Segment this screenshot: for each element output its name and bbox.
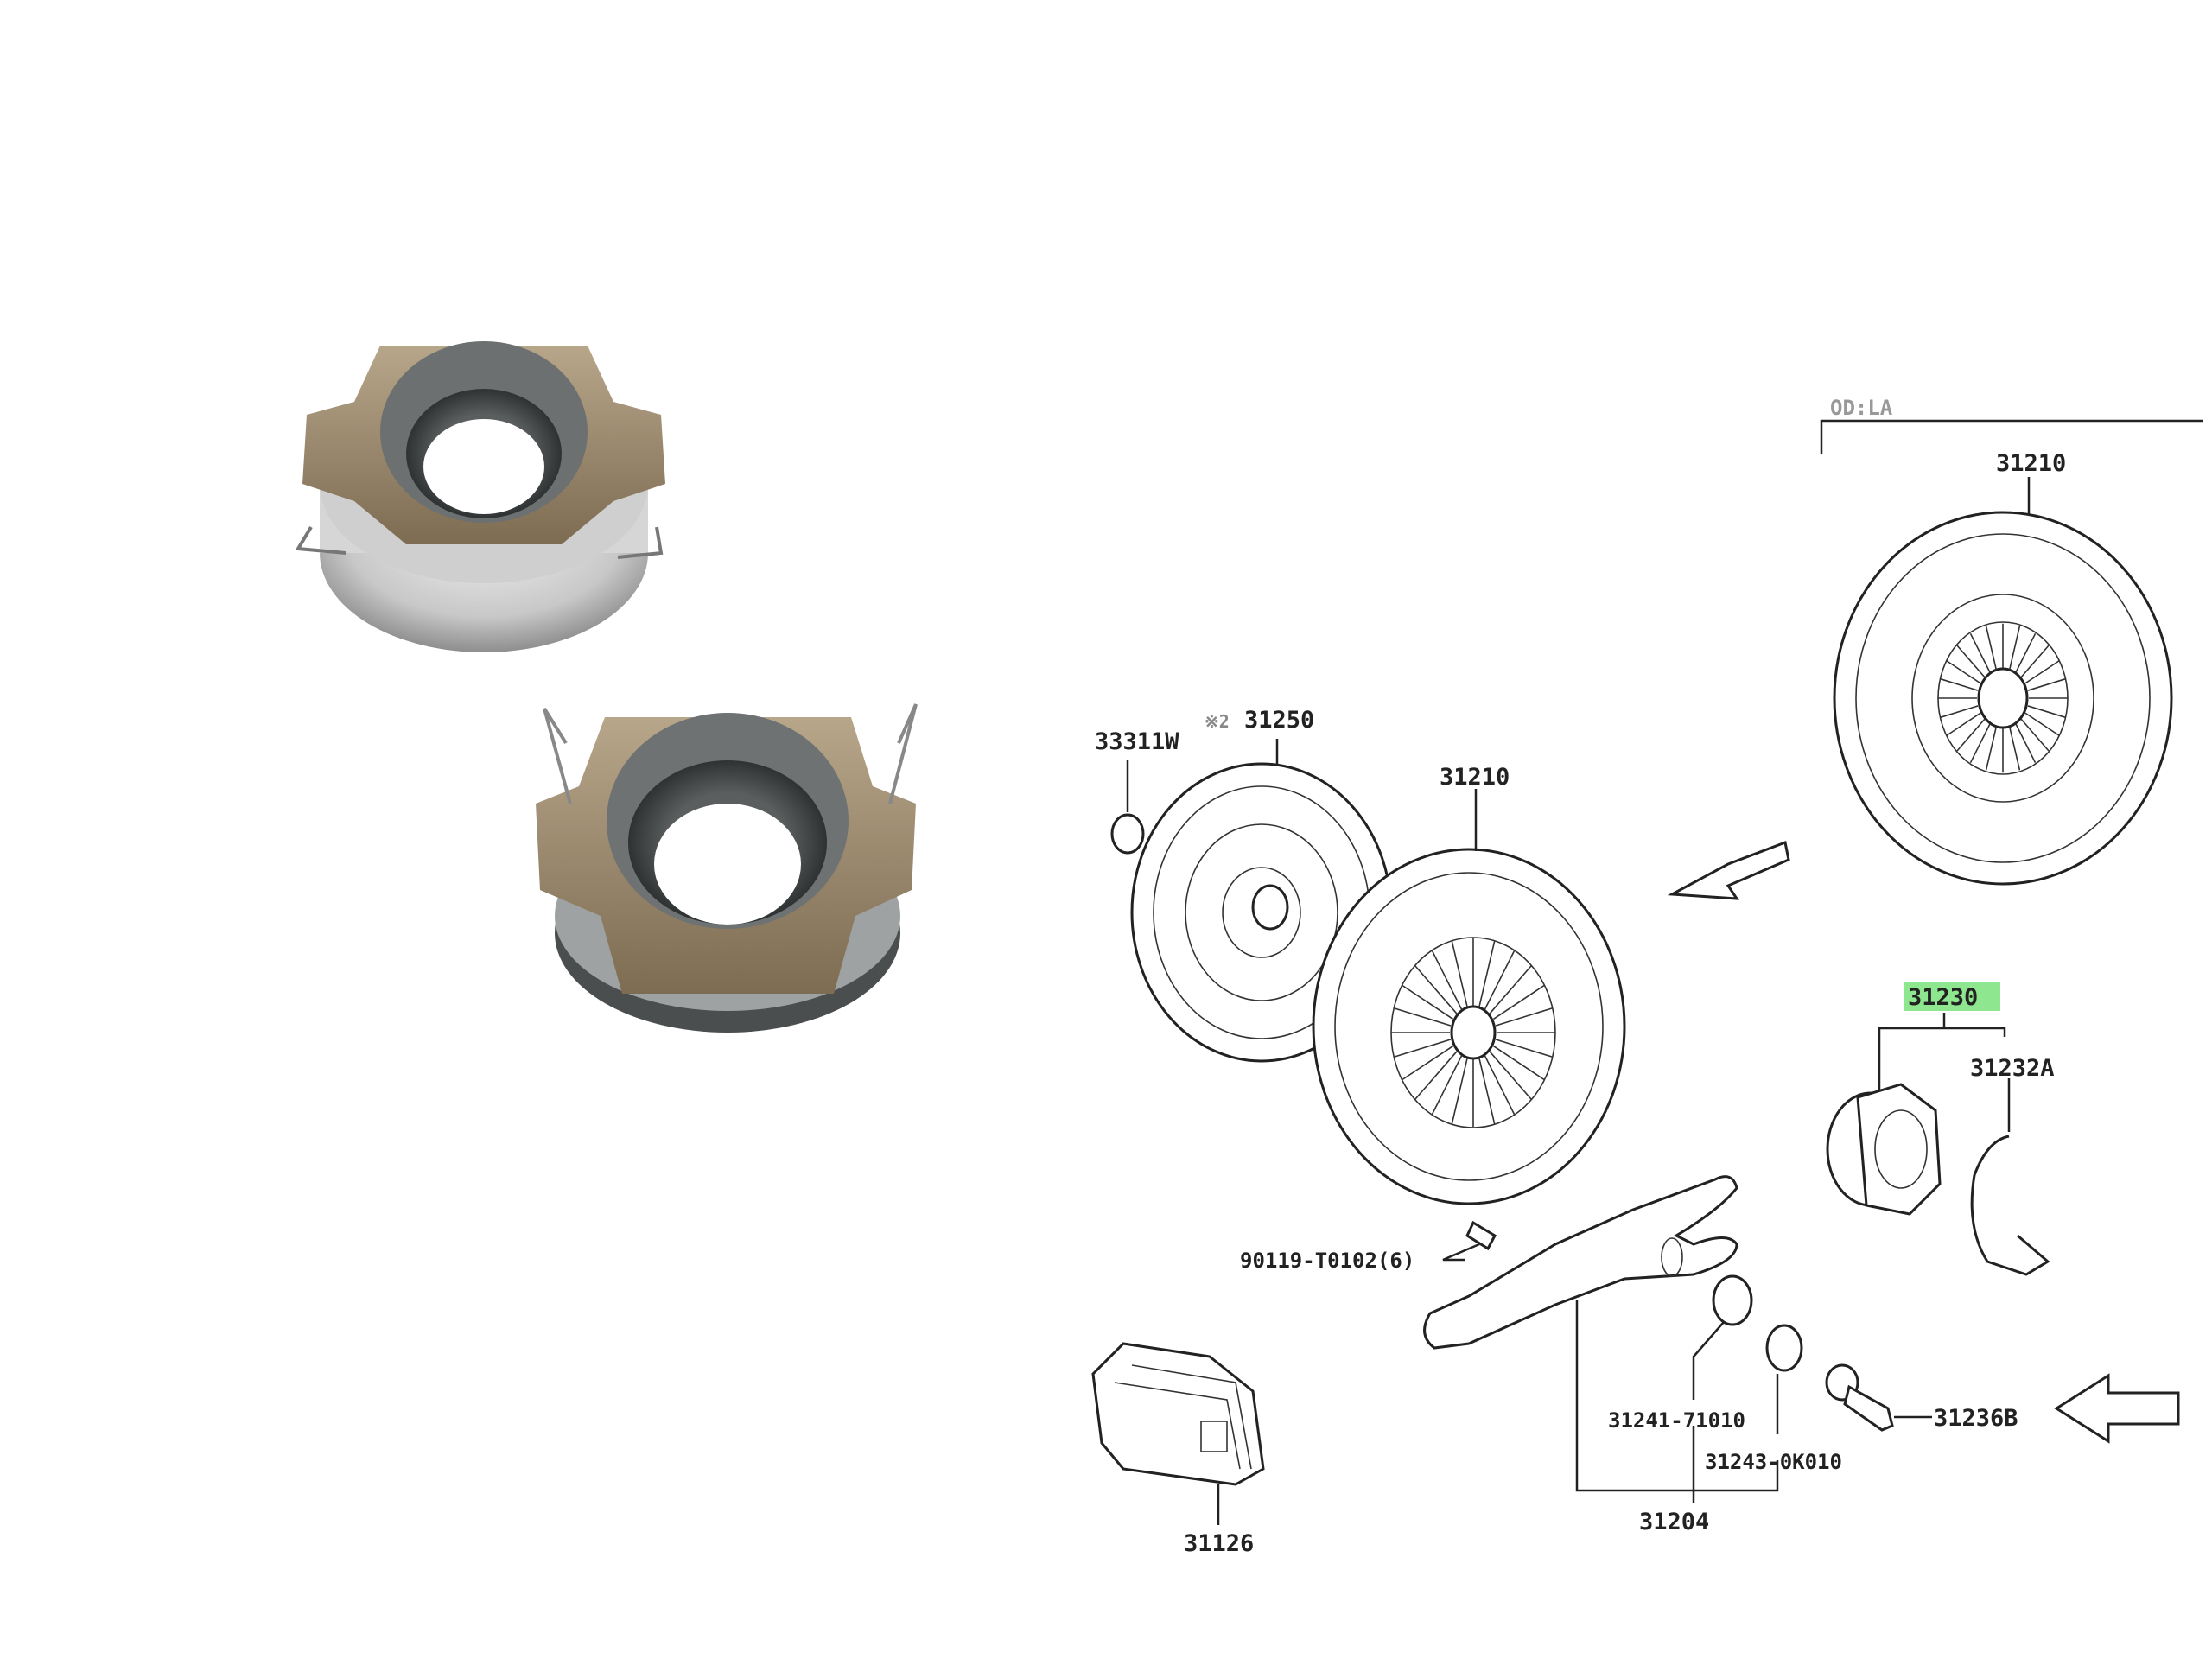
release-bearing-photo-top	[295, 341, 665, 652]
seal-drawing	[1110, 813, 1145, 855]
label-31232A: 31232A	[1970, 1055, 2055, 1082]
group-header: OD:LA	[1830, 396, 1893, 420]
spring-finger	[1492, 1045, 1545, 1081]
spring-finger	[1940, 705, 1979, 719]
arrow-left-icon	[1667, 840, 1790, 900]
spring-finger	[1969, 632, 1991, 673]
pressure-plate-upper-drawing	[1833, 511, 2173, 886]
release-fork-drawing	[1423, 1175, 1738, 1350]
spring-finger	[1495, 1039, 1553, 1058]
spring-finger	[1956, 645, 1986, 678]
highlight-31230	[1904, 982, 2000, 1011]
spring-finger	[1402, 1045, 1454, 1081]
spring-finger	[1478, 941, 1496, 1007]
spring-finger	[1394, 1039, 1452, 1058]
spring-finger	[1946, 660, 1981, 684]
spring-finger	[2024, 660, 2060, 684]
fork-part-a-drawing	[1712, 1274, 1753, 1326]
disc-note-mark: ※2	[1205, 711, 1230, 732]
spring-finger	[2024, 712, 2060, 736]
spring-finger	[1478, 1058, 1496, 1124]
pressure-plate-drawing	[1312, 848, 1626, 1205]
clip-drawing	[1970, 1135, 2050, 1276]
spring-finger	[1414, 965, 1458, 1014]
arrow-left-icon-lower	[2054, 1373, 2180, 1444]
spring-finger	[1489, 1051, 1532, 1100]
label-31243-0K010: 31243-0K010	[1705, 1450, 1842, 1474]
spring-finger	[1985, 626, 1998, 670]
spring-finger	[1985, 727, 1998, 771]
spring-finger	[1492, 984, 1545, 1020]
boot-drawing	[1091, 1342, 1265, 1486]
spring-finger	[2027, 677, 2066, 691]
spring-finger	[2015, 632, 2037, 673]
label-31210: 31210	[1440, 764, 1510, 791]
spring-finger	[2020, 718, 2050, 752]
spring-finger	[1414, 1051, 1458, 1100]
spring-finger	[1431, 950, 1463, 1010]
label-31236B: 31236B	[1934, 1405, 2018, 1432]
label-90119-T0102: 90119-T0102(6)	[1240, 1249, 1414, 1273]
label-31241-71010: 31241-71010	[1608, 1408, 1745, 1433]
spring-finger	[1940, 677, 1979, 691]
spring-finger	[2008, 727, 2021, 771]
spring-finger	[1431, 1055, 1463, 1115]
label-33311W: 33311W	[1095, 728, 1179, 755]
spring-finger	[2008, 626, 2021, 670]
spring-finger	[1484, 1055, 1516, 1115]
label-31250: 31250	[1244, 707, 1314, 734]
spring-finger	[1402, 984, 1454, 1020]
spring-finger	[2020, 645, 2050, 678]
label-31204: 31204	[1639, 1509, 1709, 1535]
spring-finger	[1956, 718, 1986, 752]
bolt-drawing	[1465, 1220, 1497, 1251]
label-31126: 31126	[1184, 1530, 1254, 1557]
release-bearing-drawing	[1826, 1083, 1942, 1216]
spring-finger	[1451, 1058, 1468, 1124]
spring-finger	[2027, 705, 2066, 719]
label-31210-upper: 31210	[1996, 450, 2066, 477]
pivot-drawing	[1825, 1363, 1894, 1432]
label-31230[interactable]: 31230	[1908, 984, 1978, 1011]
spring-finger	[1495, 1007, 1553, 1027]
spring-finger	[1484, 950, 1516, 1010]
release-bearing-photo-bottom	[536, 703, 918, 1033]
spring-finger	[1969, 723, 1991, 764]
group-bracket	[1820, 419, 2203, 454]
spring-finger	[1489, 965, 1532, 1014]
spring-finger	[1394, 1007, 1452, 1027]
spring-finger	[1451, 941, 1468, 1007]
fork-part-b-drawing	[1765, 1324, 1803, 1372]
spring-finger	[2015, 723, 2037, 764]
spring-finger	[1946, 712, 1981, 736]
